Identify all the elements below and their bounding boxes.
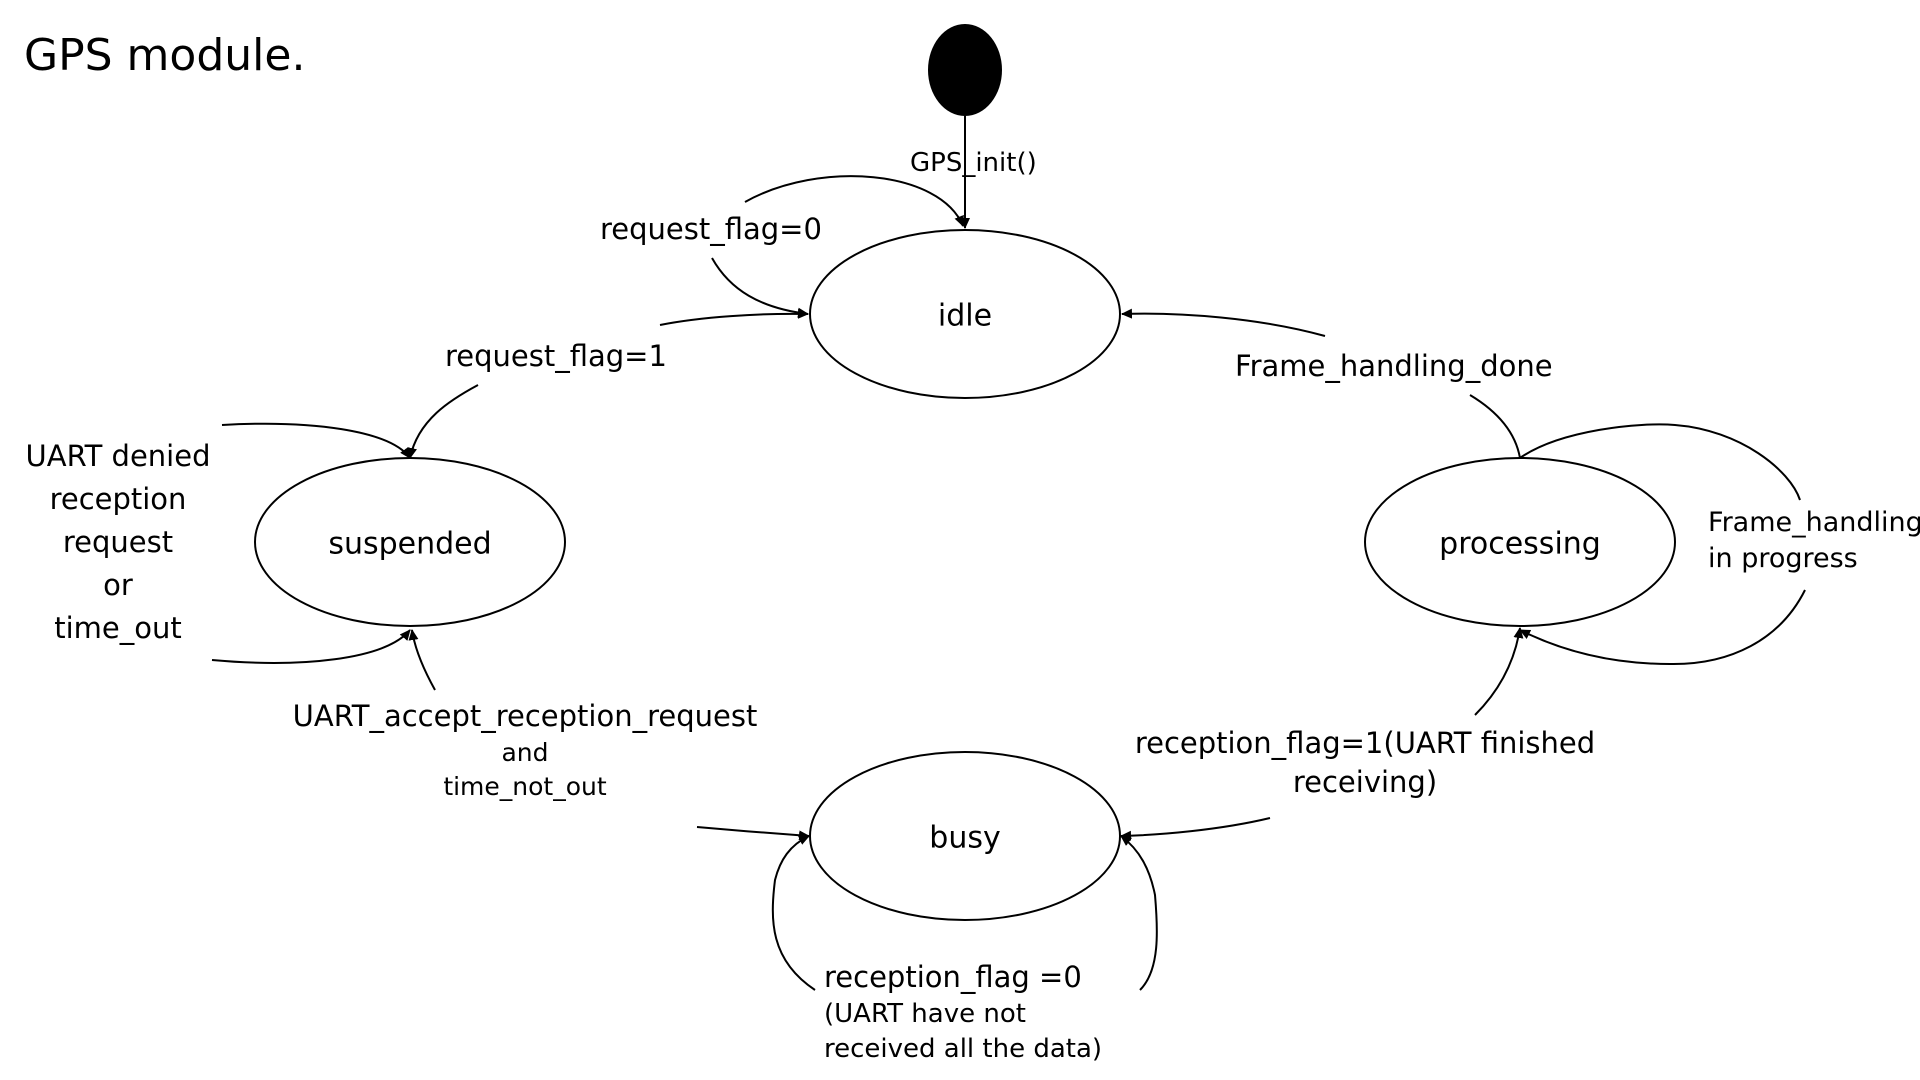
label-reception-flag-0-line1: reception_flag =0 (824, 960, 1082, 994)
transition-frame-done-arrow-lower (1469, 394, 1521, 459)
initial-state-node (928, 24, 1002, 116)
state-suspended-label: suspended (328, 526, 492, 562)
label-frame-in-progress-line1: Frame_handling (1708, 507, 1920, 538)
label-uart-accept-line2: and (501, 738, 549, 768)
state-processing-label: processing (1439, 526, 1601, 562)
label-uart-accept-line3: time_not_out (443, 771, 607, 801)
transition-frame-done-arrow-upper (1121, 308, 1326, 337)
state-busy-node (809, 751, 1121, 921)
label-reception-flag-1-line2: receiving) (1292, 765, 1438, 800)
transition-uart-accept-arrow-upper (408, 629, 436, 691)
label-reception-flag-0-line2: (UART have not (824, 999, 1026, 1030)
transition-reception-flag-0-arrow-right (1120, 835, 1158, 991)
diagram-title: GPS module. (24, 30, 306, 81)
label-request-flag-1: request_flag=1 (445, 339, 667, 373)
label-uart-denied-line3: request (62, 524, 174, 559)
transition-frame-in-progress-arrow-top (1519, 423, 1801, 501)
transition-uart-denied-arrow-bottom (211, 629, 411, 664)
transition-uart-denied-arrow-top (221, 422, 411, 459)
state-idle-label: idle (937, 298, 993, 334)
label-request-flag-0: request_flag=0 (600, 212, 822, 246)
label-frame-in-progress-line2: in progress (1708, 543, 1858, 575)
transition-reception-flag-0-arrow-left (771, 835, 816, 991)
label-uart-denied-line4: or (103, 567, 133, 602)
label-uart-denied-line1: UART denied (25, 439, 211, 473)
label-reception-flag-0: reception_flag =0 (UART have not receive… (824, 958, 1102, 1067)
transition-request-flag-1-arrow (659, 308, 809, 326)
transition-reception-flag-1-arrow-upper (1474, 627, 1524, 716)
label-reception-flag-1: reception_flag=1(UART finished receiving… (1125, 724, 1605, 802)
transition-reception-flag-1-arrow-lower (1120, 817, 1271, 841)
label-frame-handling-done: Frame_handling_done (1235, 349, 1553, 383)
label-uart-denied-line2: reception (49, 481, 187, 516)
transition-request-flag-0-arrow-bottom (711, 257, 809, 318)
label-uart-accept: UART_accept_reception_request and time_n… (275, 697, 775, 804)
label-uart-denied-line5: time_out (54, 610, 182, 645)
transition-frame-in-progress-arrow-bottom (1519, 589, 1806, 666)
label-reception-flag-1-line1: reception_flag=1(UART finished (1134, 726, 1596, 760)
state-idle-node (809, 229, 1121, 399)
label-gps-init: GPS_init() (910, 148, 1037, 178)
state-busy-label: busy (929, 820, 1001, 856)
label-frame-in-progress: Frame_handling in progress (1708, 505, 1920, 578)
label-uart-denied: UART denied reception request or time_ou… (18, 435, 218, 650)
transition-uart-accept-arrow-lower (696, 826, 810, 841)
transition-request-flag-1-arrow-lower (407, 384, 479, 459)
label-reception-flag-0-line3: received all the data) (824, 1034, 1103, 1065)
label-uart-accept-line1: UART_accept_reception_request (292, 699, 758, 733)
transition-request-flag-0-arrow-top (744, 175, 964, 227)
